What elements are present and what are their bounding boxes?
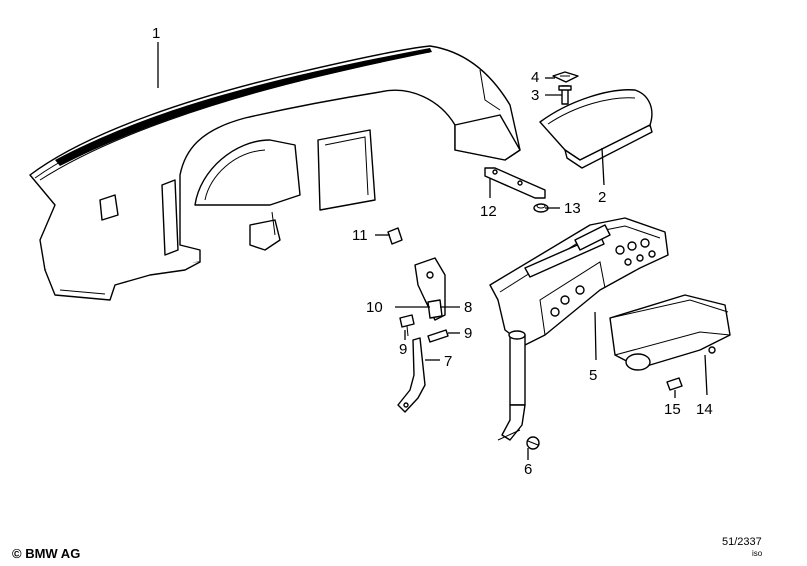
- copyright-text: © BMW AG: [12, 546, 80, 561]
- clip-part-4: [552, 71, 579, 83]
- dashboard-part-1: [29, 45, 521, 301]
- bolt-part-11: [387, 227, 403, 245]
- bolt-part-6: [526, 436, 540, 450]
- view-code: iso: [752, 549, 763, 558]
- callout-15: 15: [664, 401, 681, 418]
- callout-9-left: 9: [399, 341, 407, 358]
- callout-14: 14: [696, 401, 713, 418]
- strut-part-7: [397, 337, 426, 413]
- callout-7: 7: [444, 353, 452, 370]
- clip-nut-part-10: [427, 299, 443, 319]
- callout-13: 13: [564, 200, 581, 217]
- callout-2: 2: [598, 189, 606, 206]
- screw-part-3: [558, 85, 572, 105]
- callout-8: 8: [464, 299, 472, 316]
- callout-labels: 1 2 3 4 5 6 7 8 9 9 10 11 12 13 14 15: [152, 25, 713, 478]
- footer: © BMW AG 51/2337 iso: [12, 536, 763, 561]
- callout-11: 11: [352, 227, 368, 244]
- screw-part-9-right: [427, 329, 449, 343]
- callout-3: 3: [531, 87, 539, 104]
- drawing-number: 51/2337: [722, 536, 762, 548]
- callout-12: 12: [480, 203, 497, 220]
- callout-9-right: 9: [464, 325, 472, 342]
- callout-6: 6: [524, 461, 532, 478]
- airbag-module-part-14: [609, 294, 731, 371]
- screw-part-15: [666, 377, 683, 391]
- screw-part-9-left: [399, 314, 415, 337]
- leader-lines: [157, 42, 708, 460]
- carrier-part-5: [489, 217, 669, 441]
- bracket-part-12: [484, 167, 546, 199]
- callout-4: 4: [531, 69, 539, 86]
- callout-10: 10: [366, 299, 383, 316]
- glovebox-lid-part-2: [539, 89, 653, 169]
- callout-1: 1: [152, 25, 160, 42]
- callout-5: 5: [589, 367, 597, 384]
